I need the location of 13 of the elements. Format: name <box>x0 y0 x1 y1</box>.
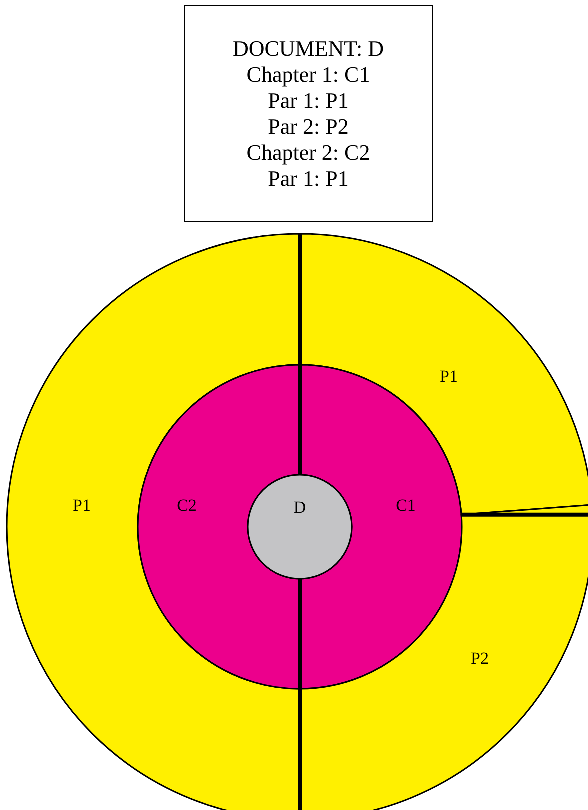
hierarchy-text: Chapter 2: C2 <box>246 140 370 166</box>
segment-label: C2 <box>177 496 197 516</box>
segment-label: P1 <box>440 367 458 387</box>
hierarchy-text: Chapter 1: C1 <box>246 62 370 88</box>
segment-label: P2 <box>471 649 489 669</box>
hierarchy-text: DOCUMENT: D <box>232 36 384 62</box>
hierarchy-text: Par 1: P1 <box>268 88 349 114</box>
segment-label: D <box>294 498 306 518</box>
segment-label: P1 <box>73 496 91 516</box>
hierarchy-text: Par 1: P1 <box>268 166 349 192</box>
segment-label: C1 <box>396 496 416 516</box>
legend-box <box>184 5 433 222</box>
hierarchy-text: Par 2: P2 <box>268 114 349 140</box>
